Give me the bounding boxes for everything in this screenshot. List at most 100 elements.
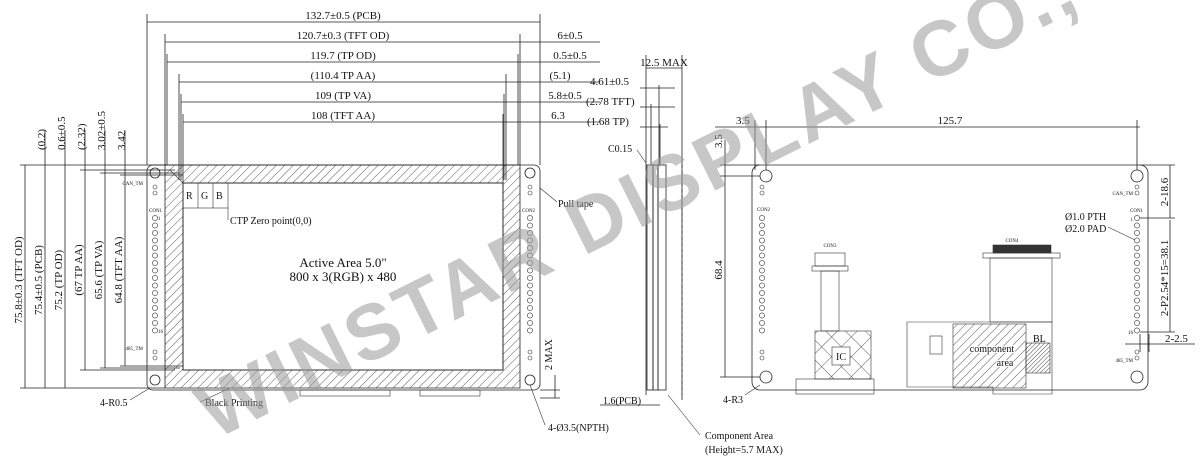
connector-pin xyxy=(527,237,533,244)
back-dim-top: 3.5 xyxy=(713,134,725,148)
connector-pin xyxy=(759,320,765,326)
left-dimension-lines xyxy=(20,130,183,389)
side-dim-1: (2.78 TFT) xyxy=(586,96,635,108)
ctp-zero-point-label: CTP Zero point(0,0) xyxy=(230,216,312,227)
back-dim-1: 2-18.6 xyxy=(1159,177,1171,206)
back-view: 3.5 125.7 3.5 68.4 2-18.6 2-P2.54*15=38.… xyxy=(713,115,1195,406)
back-dim-width: 125.7 xyxy=(938,115,963,127)
active-area xyxy=(182,182,504,371)
holes-label: 4-Ø3.5(NPTH) xyxy=(548,423,609,434)
dim-tft-aa-width: 108 (TFT AA) xyxy=(311,110,375,122)
connector-pin xyxy=(759,267,765,274)
con3-label: CON3 xyxy=(823,244,837,249)
dim-left-top-4: 3.42 xyxy=(116,131,128,150)
connector-pin xyxy=(527,327,533,334)
test-pad xyxy=(1134,349,1140,355)
connector-pin xyxy=(759,222,765,229)
test-pad xyxy=(759,355,765,361)
connector-pin xyxy=(527,230,533,236)
max-2-label: 2 MAX xyxy=(544,338,555,370)
connector-pin xyxy=(1134,230,1140,236)
connector-pin xyxy=(152,327,158,334)
con1-label-back: CON1 xyxy=(1130,209,1144,214)
component-height-label: (Height=5.7 MAX) xyxy=(705,445,783,456)
pixel-b: B xyxy=(216,191,223,202)
connector-pin xyxy=(1134,275,1140,281)
connector-pin xyxy=(152,252,158,259)
test-pad xyxy=(527,190,533,196)
test-pad xyxy=(152,190,158,196)
connector-pin xyxy=(1134,245,1140,251)
dim-tp-aa-height: (67 TP AA) xyxy=(73,244,85,296)
watermark: WINSTAR DISPLAY CO., LTD. xyxy=(183,0,1200,455)
dim-tft-od-height: 75.8±0.3 (TFT OD) xyxy=(13,236,25,323)
connector-pin xyxy=(152,282,158,289)
side-dim-2: (1.68 TP) xyxy=(587,116,629,128)
con2-label-back: CON2 xyxy=(757,208,771,213)
side-dim-0: 4.61±0.5 xyxy=(590,76,630,88)
bl-label: BL xyxy=(1033,334,1046,345)
pull-tape-label: Pull tape xyxy=(558,199,594,210)
connector-pin xyxy=(152,237,158,244)
connector-pin xyxy=(759,252,765,259)
connector-pin xyxy=(1134,282,1140,289)
test-pad xyxy=(152,184,158,190)
test-pad xyxy=(759,349,765,355)
connector-pins-back xyxy=(759,184,1140,361)
connector-pin xyxy=(152,320,158,326)
back-pcb-outline xyxy=(751,164,1149,391)
side-view: 12.5 MAX 4.61±0.5 (2.78 TFT) (1.68 TP) C… xyxy=(586,55,783,456)
connector-pin xyxy=(152,297,158,304)
connector-pin xyxy=(152,312,158,319)
connector-pin xyxy=(152,275,158,281)
dim-right-2: (5.1) xyxy=(549,70,570,82)
connector-pin xyxy=(759,215,765,221)
con4-label: CON4 xyxy=(1005,239,1019,244)
connector-pin xyxy=(1134,297,1140,304)
connector-pins-front xyxy=(152,184,533,361)
dim-tp-od-width: 119.7 (TP OD) xyxy=(310,50,376,62)
connector-pin xyxy=(527,312,533,319)
pth-label: Ø1.0 PTH xyxy=(1065,212,1106,223)
connector-pin xyxy=(759,230,765,236)
connector-pin xyxy=(759,327,765,334)
connector-pin xyxy=(1134,260,1140,266)
connector-pin xyxy=(1134,252,1140,259)
connector-pin xyxy=(527,267,533,274)
connector-pin xyxy=(152,222,158,229)
test-pad xyxy=(759,184,765,190)
connector-pin xyxy=(759,305,765,311)
pin16-label-back: 16 xyxy=(1128,331,1134,336)
con2-label-front: CON2 xyxy=(522,209,536,214)
test-pad xyxy=(527,355,533,361)
dim-tp-va-width: 109 (TP VA) xyxy=(315,90,371,102)
connector-pin xyxy=(152,290,158,296)
test-pad xyxy=(527,349,533,355)
pin1-label-back: 1 xyxy=(1131,218,1134,223)
active-area-label: Active Area 5.0" xyxy=(299,255,386,270)
connector-pin xyxy=(1134,305,1140,311)
dim-left-top-2: (2.32) xyxy=(76,123,88,150)
connector-pin xyxy=(759,312,765,319)
component-area-label: Component Area xyxy=(705,431,774,442)
connector-pin xyxy=(1134,237,1140,244)
pcb-thickness-label: 1.6(PCB) xyxy=(603,396,641,407)
dim-tp-od-height: 75.2 (TP OD) xyxy=(53,249,65,310)
corner-radius-label: 4-R0.5 xyxy=(100,398,128,409)
con4-flex xyxy=(906,244,1061,395)
pin16-label-front: 16 xyxy=(158,330,164,335)
dim-right-1: 0.5±0.5 xyxy=(553,50,587,62)
back-dimension-lines xyxy=(715,120,1195,378)
con3-flex xyxy=(795,252,875,395)
485-tm-label-front: 485_TM xyxy=(126,347,144,352)
can-tm-label-back: CAN_TM xyxy=(1112,192,1133,197)
dim-left-top-1: 0.6±0.5 xyxy=(56,116,68,150)
connector-pin xyxy=(152,215,158,221)
connector-pin xyxy=(759,237,765,244)
back-dim-left: 3.5 xyxy=(736,115,750,127)
max-thickness-label: 12.5 MAX xyxy=(640,57,688,69)
pixel-r: R xyxy=(186,191,193,202)
485-tm-label-back: 485_TM xyxy=(1116,359,1134,364)
test-pad xyxy=(152,349,158,355)
back-dim-pitch: 2-P2.54*15=38.1 xyxy=(1159,240,1171,316)
